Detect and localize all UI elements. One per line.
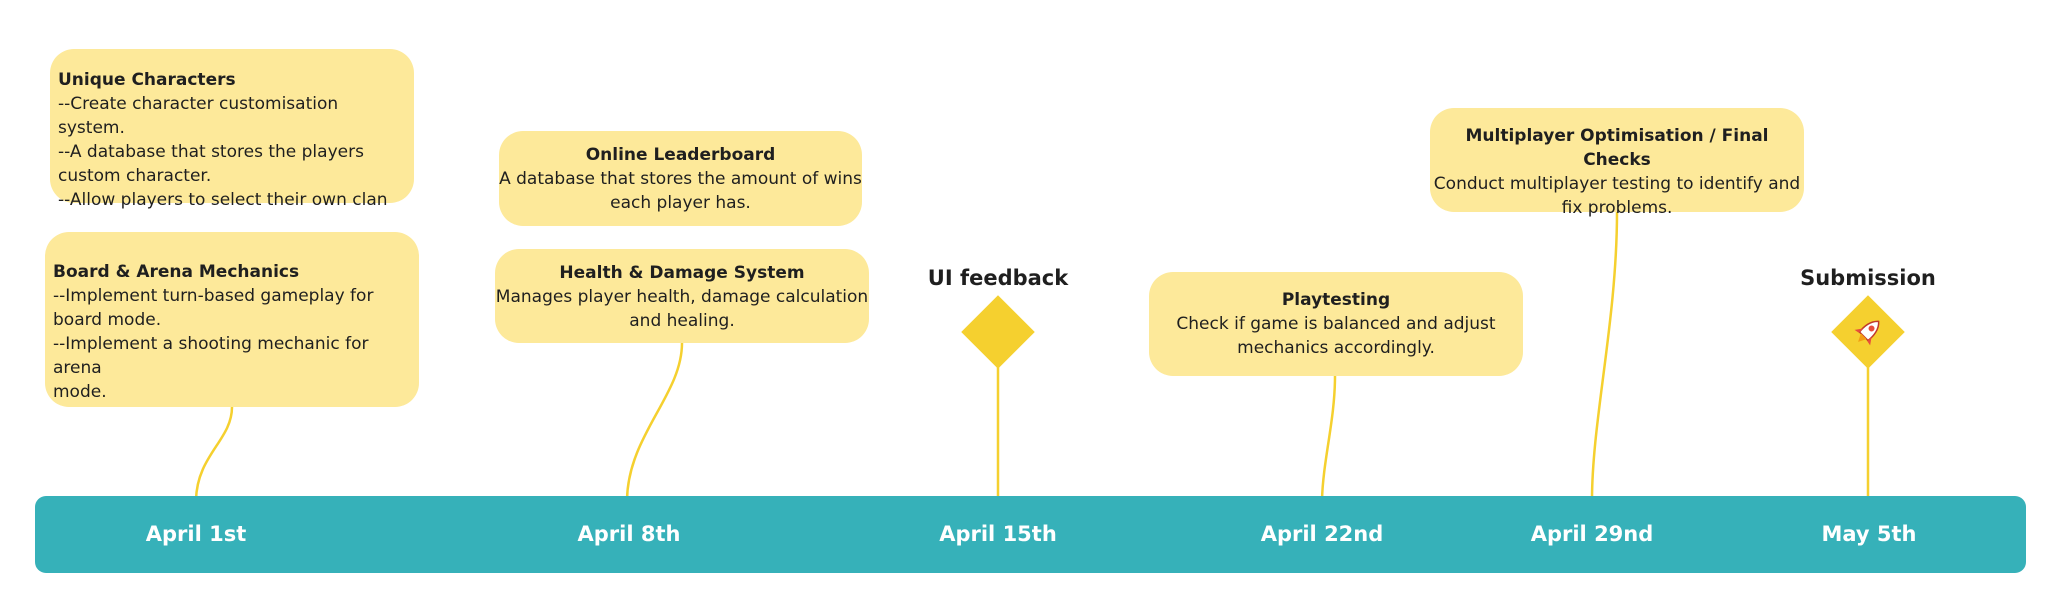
date-label-april-15th: April 15th <box>939 522 1057 546</box>
date-label-april-8th: April 8th <box>577 522 681 546</box>
card-text: Conduct multiplayer testing to identify … <box>1433 174 1801 194</box>
card-text: and healing. <box>629 311 735 331</box>
card-text: --Create character customisation system. <box>58 94 339 138</box>
card-title: Playtesting <box>1281 290 1391 310</box>
date-label-may-5th: May 5th <box>1821 522 1917 546</box>
card-health-damage: Health & Damage System Manages player he… <box>495 249 869 343</box>
card-text: --Implement a shooting mechanic for aren… <box>53 334 369 378</box>
milestone-label-submission: Submission <box>1800 266 1936 290</box>
card-online-leaderboard: Online Leaderboard A database that store… <box>499 131 862 226</box>
card-playtesting: Playtesting Check if game is balanced an… <box>1149 272 1523 376</box>
card-text: Manages player health, damage calculatio… <box>495 287 869 307</box>
card-title: Board & Arena Mechanics <box>53 262 300 282</box>
date-label-april-22nd: April 22nd <box>1260 522 1384 546</box>
connector-health-damage <box>625 342 684 501</box>
card-unique-characters: Unique Characters --Create character cus… <box>50 49 414 210</box>
card-multiplayer: Multiplayer Optimisation / Final Checks … <box>1430 108 1804 218</box>
connector-multiplayer <box>1590 211 1619 501</box>
card-text: mode. <box>53 382 107 402</box>
connector-board-arena <box>194 406 234 501</box>
card-title: Unique Characters <box>58 70 236 90</box>
date-label-april-29nd: April 29nd <box>1530 522 1654 546</box>
card-title: Health & Damage System <box>559 263 805 283</box>
card-text: board mode. <box>53 310 162 330</box>
card-title: Online Leaderboard <box>585 145 776 165</box>
rocket-icon <box>1854 320 1880 346</box>
card-text: --Allow players to select their own clan <box>58 190 388 210</box>
card-text: --Implement turn-based gameplay for <box>53 286 374 306</box>
timeline-bar <box>35 496 2026 573</box>
card-text: A database that stores the amount of win… <box>499 169 862 189</box>
card-text: custom character. <box>58 166 212 186</box>
card-text: mechanics accordingly. <box>1237 338 1435 358</box>
card-board-arena: Board & Arena Mechanics --Implement turn… <box>45 232 419 407</box>
milestone-label-ui-feedback: UI feedback <box>927 266 1069 290</box>
card-title: Multiplayer Optimisation / Final Checks <box>1465 126 1769 170</box>
card-text: each player has. <box>610 193 751 213</box>
date-label-april-1st: April 1st <box>145 522 247 546</box>
card-text: fix problems. <box>1561 198 1673 218</box>
connector-playtesting <box>1320 375 1337 501</box>
card-text: Check if game is balanced and adjust <box>1176 314 1496 334</box>
card-text: --A database that stores the players <box>58 142 364 162</box>
